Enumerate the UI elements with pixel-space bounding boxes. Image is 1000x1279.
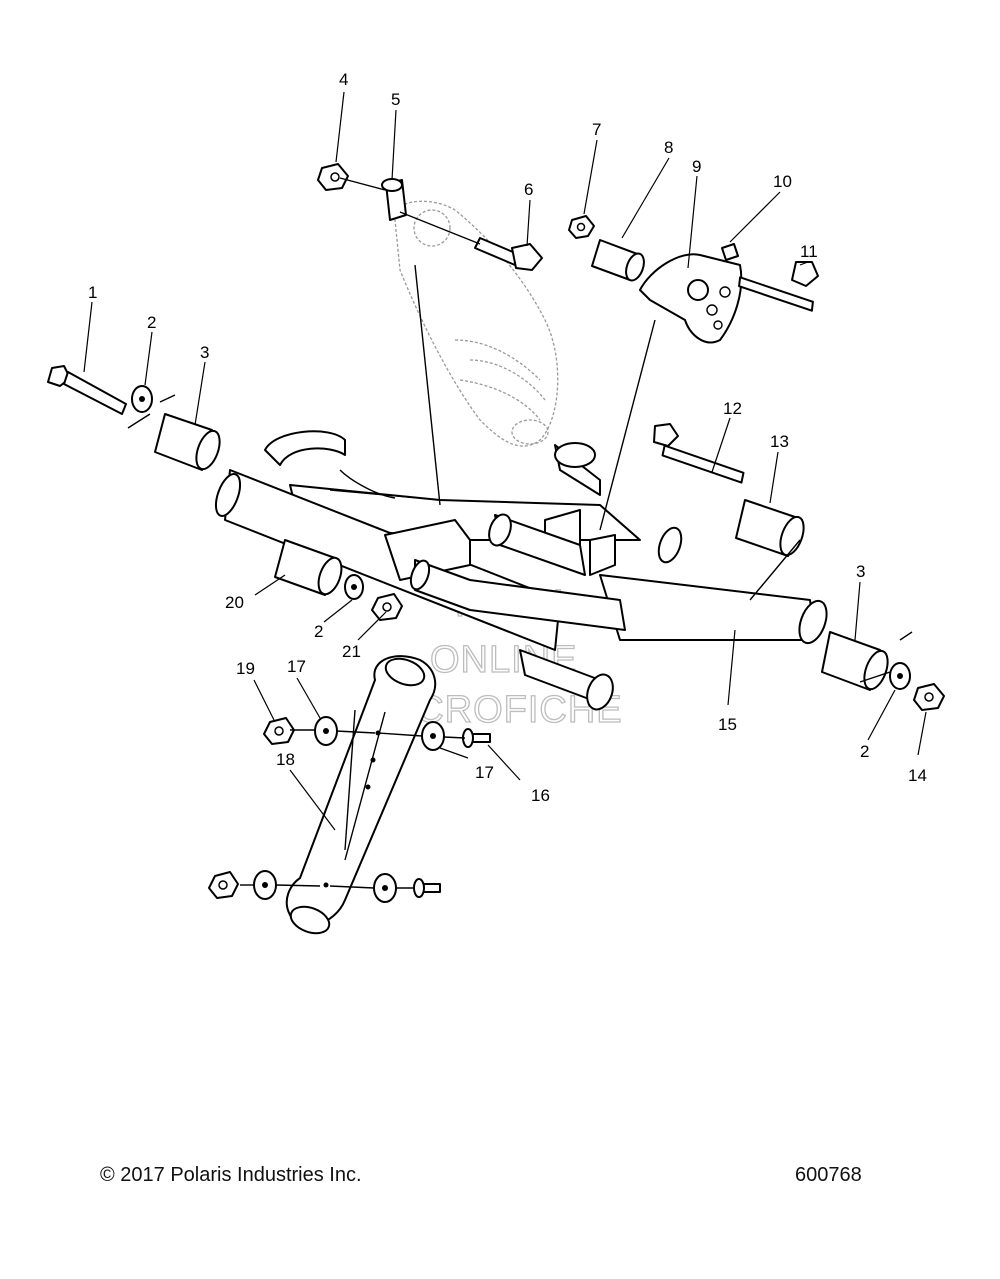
callout-1: 1 [88,283,97,302]
bushing-3-left [154,413,221,471]
leader-lines [83,91,927,831]
callout-9: 9 [692,157,701,176]
copyright-text: © 2017 Polaris Industries Inc. [100,1164,362,1186]
callout-3-right: 3 [856,562,865,581]
assembly-lines [127,177,913,889]
nut-14 [913,683,945,711]
callout-3-left: 3 [200,343,209,362]
pin-16 [462,728,491,748]
callout-10: 10 [773,172,792,191]
nut-7 [568,215,595,239]
callout-8: 8 [664,138,673,157]
grease-fitting-10 [721,243,739,261]
washer-lower-right [373,873,397,903]
bolt-6 [474,237,543,271]
washer-2-left [131,385,153,413]
callout-15: 15 [718,715,737,734]
callout-2-right: 2 [860,742,869,761]
callout-17-right: 17 [475,763,494,782]
callout-4: 4 [339,70,348,89]
pin-lower [413,878,441,898]
washer-2-right [889,662,911,690]
washer-17-right [421,721,445,751]
bolt-11 [738,261,819,312]
callout-7: 7 [592,120,601,139]
bushing-20 [274,539,343,596]
shock-absorber-ghost [394,200,559,447]
callout-2-center: 2 [314,622,323,641]
washer-17-left [314,716,338,746]
callout-6: 6 [524,180,533,199]
bushing-3-right [821,631,889,691]
a-arm-assembly [214,430,828,711]
washer-2-center [344,574,364,600]
bushing-8 [591,239,645,282]
callout-12: 12 [723,399,742,418]
callout-16: 16 [531,786,550,805]
callout-5: 5 [391,90,400,109]
callout-18: 18 [276,750,295,769]
bolt-1 [47,365,127,415]
nut-19 [263,717,295,745]
callout-20: 20 [225,593,244,612]
figure-number: 600768 [795,1164,862,1186]
callout-11: 11 [800,242,818,261]
bracket-9 [639,253,743,344]
callout-17-left: 17 [287,657,306,676]
bolt-12 [653,423,745,484]
washer-lower-left [253,870,277,900]
callout-2-left: 2 [147,313,156,332]
torque-link [285,655,437,935]
callout-19: 19 [236,659,255,678]
nut-4 [317,163,349,191]
nut-21 [371,593,403,621]
bushing-5 [381,178,407,221]
callout-13: 13 [770,432,789,451]
callout-21: 21 [342,642,361,661]
callout-14: 14 [908,766,927,785]
nut-lower-left [208,871,239,899]
callout-labels: 1 2 3 4 5 6 7 8 9 10 11 12 13 3 20 2 21 … [88,70,927,805]
bushing-13 [735,499,805,557]
